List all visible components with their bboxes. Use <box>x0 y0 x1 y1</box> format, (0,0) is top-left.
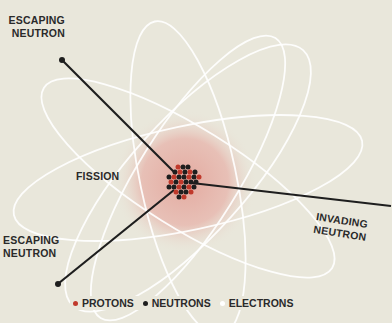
neutron-dot <box>174 180 179 185</box>
legend: PROTONS NEUTRONS ELECTRONS <box>70 296 305 310</box>
legend-text: PROTONS <box>82 297 134 309</box>
neutron-dot <box>184 190 189 195</box>
callout-label: ESCAPING NEUTRON <box>3 234 71 260</box>
neutron-dot <box>181 165 186 170</box>
neutron-dot <box>182 175 187 180</box>
proton-dot <box>176 165 181 170</box>
neutron-path <box>59 190 174 283</box>
legend-text: ELECTRONS <box>229 297 294 309</box>
proton-dot <box>189 190 194 195</box>
neutron-dot <box>167 185 172 190</box>
proton-dot <box>188 170 193 175</box>
electron-orbit <box>30 11 346 323</box>
proton-dot <box>182 195 187 200</box>
neutron-dot <box>177 195 182 200</box>
neutron-dot <box>194 180 199 185</box>
proton-dot <box>177 185 182 190</box>
neutron-dot <box>192 185 197 190</box>
legend-swatch <box>143 301 148 306</box>
proton-dot <box>179 180 184 185</box>
neutron-dot <box>182 185 187 190</box>
neutron-dot <box>55 281 61 287</box>
neutron-dot <box>173 170 178 175</box>
callout-label: ESCAPING NEUTRON <box>1 14 65 40</box>
proton-dot <box>187 185 192 190</box>
neutron-dot <box>193 170 198 175</box>
neutron-dot <box>192 175 197 180</box>
proton-dot <box>169 180 174 185</box>
electron-orbit <box>3 90 373 266</box>
legend-swatch <box>220 301 225 306</box>
legend-text: NEUTRONS <box>152 297 211 309</box>
neutron-dot <box>184 180 189 185</box>
legend-item: NEUTRONS <box>143 297 211 309</box>
neutron-path <box>192 183 391 206</box>
electron-orbit <box>58 12 318 323</box>
neutron-dot <box>183 170 188 175</box>
proton-dot <box>174 190 179 195</box>
proton-dot <box>172 175 177 180</box>
neutron-dot <box>179 190 184 195</box>
neutron-dot <box>59 57 65 63</box>
proton-dot <box>178 170 183 175</box>
proton-dot <box>187 175 192 180</box>
legend-item: ELECTRONS <box>220 297 294 309</box>
callout-label: FISSION <box>76 170 136 183</box>
neutron-dot <box>177 175 182 180</box>
neutron-dot <box>186 165 191 170</box>
neutron-path <box>63 61 176 174</box>
neutron-dot <box>189 180 194 185</box>
neutron-dot <box>172 185 177 190</box>
legend-swatch <box>73 301 78 306</box>
proton-dot <box>197 175 202 180</box>
legend-item: PROTONS <box>73 297 134 309</box>
neutron-dot <box>167 175 172 180</box>
electron-orbit <box>17 46 358 311</box>
callout-label: INVADING NEUTRON <box>304 209 377 246</box>
